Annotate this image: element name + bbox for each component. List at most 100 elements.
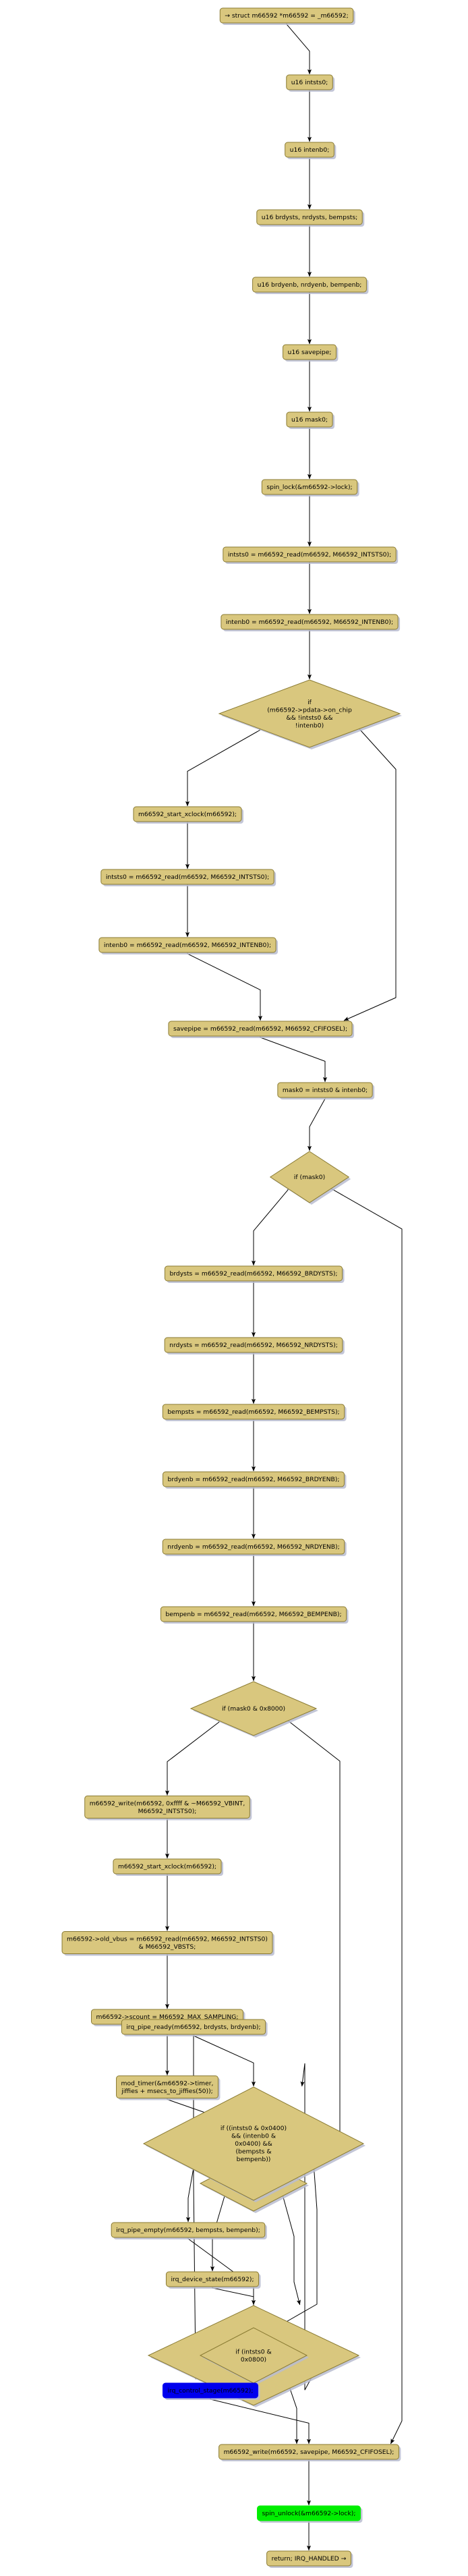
node-label: if ((intsts0 & 0x0400)&& (intenb0 &0x040… bbox=[221, 2125, 287, 2163]
edge-d6->n29 bbox=[185, 2169, 194, 2223]
process-shape bbox=[261, 479, 358, 495]
node-label: mask0 = intsts0 & intenb0; bbox=[283, 1087, 368, 1094]
process-shape bbox=[113, 1858, 222, 1874]
decision-node: if(m66592->pdata->on_chip&& !intsts0 &&!… bbox=[218, 679, 402, 749]
process-node: brdysts = m66592_read(m66592, M66592_BRD… bbox=[164, 1265, 345, 1283]
node-label: m66592->scount = M66592_MAX_SAMPLING; bbox=[96, 2013, 239, 2021]
process-node: nrdyenb = m66592_read(m66592, M66592_NRD… bbox=[162, 1539, 347, 1556]
process-node: u16 brdysts, nrdysts, bempsts; bbox=[256, 209, 365, 227]
nodes-layer: → struct m66592 *m66592 = _m66592; u16 in… bbox=[61, 7, 402, 2568]
process-shape bbox=[133, 806, 242, 822]
process-node: return; IRQ_HANDLED → bbox=[266, 2550, 353, 2568]
node-label: intenb0 = m66592_read(m66592, M66592_INT… bbox=[226, 619, 393, 626]
process-shape bbox=[221, 614, 399, 630]
edge-d1->n11 bbox=[185, 728, 260, 807]
process-shape bbox=[252, 277, 367, 293]
process-node: spin_unlock(&m66592->lock); bbox=[257, 2505, 363, 2523]
process-shape bbox=[256, 209, 363, 225]
node-label: spin_lock(&m66592->lock); bbox=[266, 484, 352, 491]
process-node: m66592_start_xclock(m66592); bbox=[113, 1858, 224, 1876]
process-node: u16 mask0; bbox=[286, 411, 335, 429]
process-shape bbox=[121, 2019, 266, 2035]
process-shape bbox=[283, 344, 337, 360]
node-label: return; IRQ_HANDLED → bbox=[272, 2555, 347, 2563]
process-shape bbox=[164, 1265, 343, 1282]
node-label: brdysts = m66592_read(m66592, M66592_BRD… bbox=[169, 1270, 337, 1278]
process-shape bbox=[61, 1931, 273, 1954]
process-shape bbox=[162, 1539, 345, 1555]
process-node: spin_lock(&m66592->lock); bbox=[261, 479, 359, 496]
edge-d3->n22 bbox=[165, 1721, 220, 1796]
process-node: irq_control_stage(m66592); bbox=[163, 2382, 260, 2400]
node-label: u16 mask0; bbox=[291, 416, 328, 424]
edge-d3->d4 bbox=[276, 1720, 341, 2156]
process-shape bbox=[266, 2550, 351, 2567]
process-node: m66592_write(m66592, 0xffff & ~M66592_VB… bbox=[84, 1796, 252, 1821]
node-label: brdyenb = m66592_read(m66592, M66592_BRD… bbox=[168, 1476, 340, 1483]
edge-d6->d7 bbox=[276, 2169, 318, 2328]
process-node: u16 brdyenb, nrdyenb, bempenb; bbox=[252, 277, 369, 294]
process-node: nrdysts = m66592_read(m66592, M66592_NRD… bbox=[164, 1337, 345, 1354]
node-label: u16 brdyenb, nrdyenb, bempenb; bbox=[258, 281, 362, 289]
process-shape bbox=[160, 1606, 347, 1622]
edge-d1->n14 bbox=[343, 728, 397, 1021]
process-node: u16 intenb0; bbox=[285, 142, 337, 159]
node-label: spin_unlock(&m66592->lock); bbox=[262, 2510, 356, 2517]
node-label: m66592_write(m66592, 0xffff & ~M66592_VB… bbox=[90, 1800, 245, 1815]
node-label: u16 intenb0; bbox=[290, 146, 330, 154]
process-node: mask0 = intsts0 & intenb0; bbox=[277, 1082, 375, 1099]
process-shape bbox=[219, 7, 354, 24]
node-label: nrdyenb = m66592_read(m66592, M66592_NRD… bbox=[167, 1543, 339, 1551]
process-shape bbox=[98, 937, 276, 953]
edge-n13->n14 bbox=[187, 952, 263, 1021]
process-node: irq_device_state(m66592); bbox=[165, 2271, 261, 2289]
process-node: → struct m66592 *m66592 = _m66592; bbox=[219, 7, 355, 25]
process-node: brdyenb = m66592_read(m66592, M66592_BRD… bbox=[163, 1471, 347, 1489]
process-shape bbox=[286, 411, 333, 428]
process-shape bbox=[218, 2444, 399, 2460]
process-shape bbox=[285, 142, 334, 158]
process-shape bbox=[286, 74, 333, 90]
node-label: m66592_start_xclock(m66592); bbox=[118, 1863, 216, 1870]
node-label: if (mask0) bbox=[294, 1174, 325, 1181]
node-label: m66592_start_xclock(m66592); bbox=[138, 811, 237, 818]
node-label: if (mask0 & 0x8000) bbox=[222, 1705, 285, 1713]
node-label: bempenb = m66592_read(m66592, M66592_BEM… bbox=[165, 1611, 341, 1618]
edge-n15->d2 bbox=[307, 1097, 326, 1151]
edge-d2->n16 bbox=[251, 1189, 289, 1266]
edge-n27->d5 bbox=[212, 2287, 256, 2306]
node-label: bempsts = m66592_read(m66592, M66592_BEM… bbox=[167, 1408, 339, 1416]
edge-d4->d5 bbox=[282, 2196, 301, 2306]
decision-node: if (intsts0 &0x0800) bbox=[199, 2327, 309, 2385]
node-label: savepipe = m66592_read(m66592, M66592_CF… bbox=[173, 1025, 347, 1033]
process-node: m66592_write(m66592, savepipe, M66592_CF… bbox=[218, 2444, 401, 2461]
decision-node: if (mask0 & 0x8000) bbox=[189, 1681, 318, 1738]
process-shape bbox=[168, 1021, 353, 1037]
node-label: u16 savepipe; bbox=[288, 349, 332, 356]
process-node: u16 intsts0; bbox=[286, 74, 335, 92]
process-node: u16 savepipe; bbox=[283, 344, 339, 362]
node-label: u16 brdysts, nrdysts, bempsts; bbox=[262, 214, 357, 221]
process-node: bempenb = m66592_read(m66592, M66592_BEM… bbox=[160, 1606, 349, 1624]
process-shape bbox=[162, 1404, 345, 1420]
decision-shape bbox=[218, 679, 401, 748]
node-label: irq_device_state(m66592); bbox=[171, 2276, 254, 2283]
decision-shape bbox=[142, 2086, 365, 2201]
node-label: if(m66592->pdata->on_chip&& !intsts0 &&!… bbox=[267, 698, 352, 729]
edge-d5->n28 bbox=[191, 2018, 196, 2380]
process-node: intenb0 = m66592_read(m66592, M66592_INT… bbox=[221, 614, 401, 631]
node-label: nrdysts = m66592_read(m66592, M66592_NRD… bbox=[169, 1342, 338, 1349]
node-label: intsts0 = m66592_read(m66592, M66592_INT… bbox=[228, 551, 391, 559]
process-node: irq_pipe_ready(m66592, brdysts, brdyenb)… bbox=[121, 2019, 268, 2036]
edge-n14->n15 bbox=[260, 1036, 328, 1083]
process-node: intsts0 = m66592_read(m66592, M66592_INT… bbox=[223, 546, 399, 564]
node-label: m66592_write(m66592, savepipe, M66592_CF… bbox=[224, 2449, 394, 2456]
process-shape bbox=[100, 869, 274, 885]
process-shape bbox=[277, 1082, 373, 1098]
edge-d2->n31 bbox=[330, 1188, 403, 2444]
edge-n1->n2 bbox=[286, 23, 312, 75]
process-shape bbox=[164, 1337, 343, 1353]
process-shape bbox=[163, 1471, 345, 1487]
